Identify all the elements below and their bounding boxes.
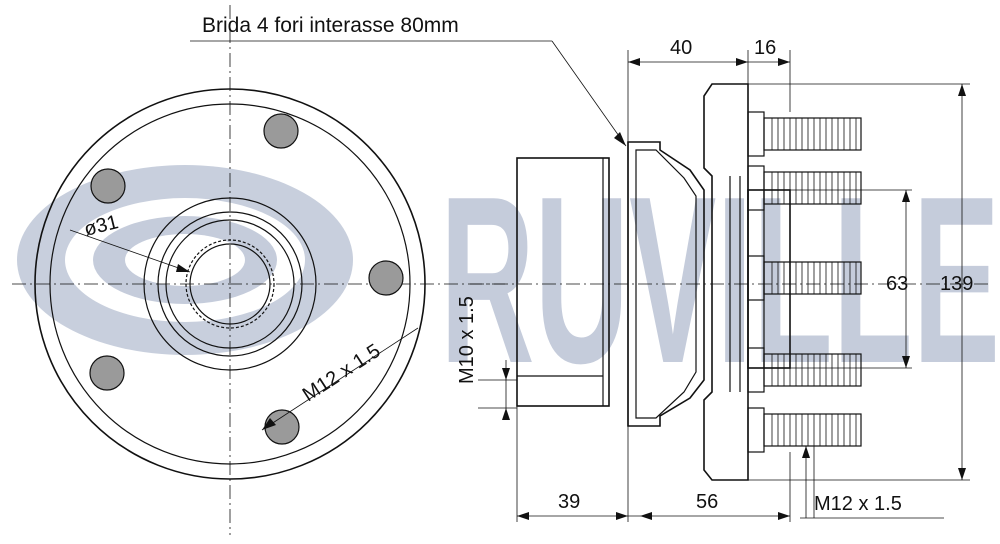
wheel-stud-1	[747, 111, 862, 157]
title-leader-arrow	[614, 132, 626, 146]
bolt-hole-right	[368, 260, 404, 296]
dim-bottom-left: 39	[558, 491, 580, 513]
hub-ring-outer	[143, 197, 317, 371]
watermark-text: RUVILLE	[440, 148, 1000, 413]
front-thread-label: M12 x 1.5	[299, 340, 385, 406]
bolt-hole-bottom-left	[89, 355, 125, 391]
spline-bore	[189, 243, 271, 325]
hub-ring-inner	[165, 219, 295, 349]
dim-top-right: 16	[754, 37, 776, 59]
watermark-logo	[17, 165, 353, 355]
wheel-stud-3	[747, 255, 862, 301]
hub-ring-middle	[157, 211, 303, 357]
spline-outer	[185, 239, 275, 329]
diameter-leader	[69, 229, 191, 273]
front-thread-leader	[261, 327, 419, 431]
side-view	[470, 83, 990, 481]
dim-bottom-right: 56	[696, 491, 718, 513]
flange-inner-circle	[49, 103, 411, 465]
flange-title: Brida 4 fori interasse 80mm	[202, 14, 459, 37]
bolt-hole-top-right	[263, 113, 299, 149]
dim-outer-height: 139	[940, 273, 973, 295]
bolt-hole-top-left	[90, 168, 126, 204]
dim-inner-height: 63	[886, 273, 908, 295]
wheel-stud-4	[747, 347, 862, 393]
wheel-stud-5	[747, 407, 862, 453]
dimension-lines: 40 16 39 56 63 139 M10 x 1.5	[456, 37, 973, 522]
dim-top-left: 40	[670, 37, 692, 59]
title-leader	[551, 40, 627, 147]
flange-outer-circle	[34, 88, 426, 480]
hub-mounting-flange	[627, 141, 705, 427]
wheel-stud-2	[747, 165, 862, 211]
side-thread-label: M10 x 1.5	[456, 296, 478, 384]
bottom-thread-label: M12 x 1.5	[814, 493, 902, 515]
ruville-watermark: RUVILLE	[17, 148, 1000, 413]
hub-flange-inner	[635, 149, 697, 419]
hub-body	[516, 157, 610, 407]
front-thread-arrow	[262, 418, 276, 430]
diameter-arrow	[176, 264, 190, 272]
